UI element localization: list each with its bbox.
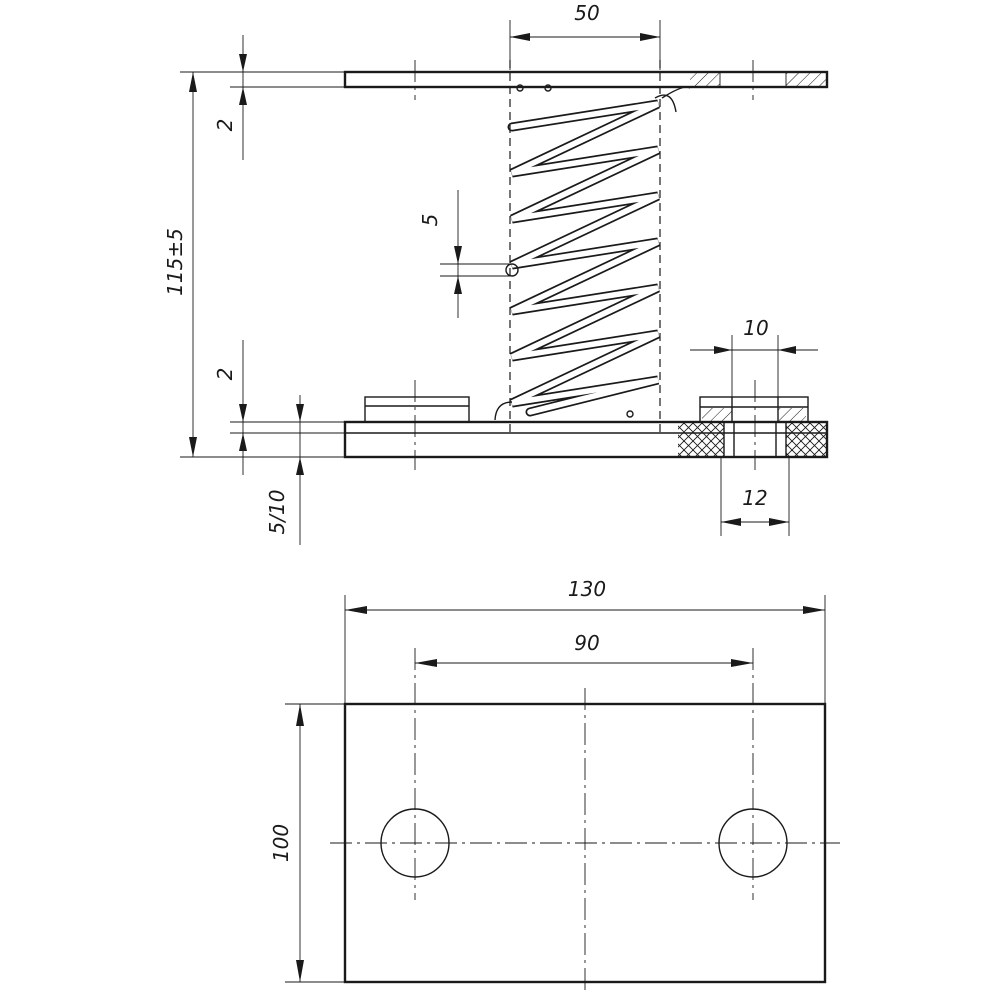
dim-label-5: 5 [418,214,442,227]
dim-hole-diameter: 12 [720,457,790,536]
dim-pad: 5/10 [265,395,304,545]
dim-label-bottom-2: 2 [213,368,237,381]
dim-label-100: 100 [269,824,293,862]
bottom-plate [343,420,829,459]
dim-hole-spacing: 90 [415,631,753,667]
dim-label-top-2: 2 [213,119,237,132]
dim-label-12: 12 [742,486,767,510]
mounting-hole-left [380,808,450,878]
top-plate-hatch-2 [786,73,826,86]
spring [494,84,691,421]
bottom-hatch-right [786,423,826,456]
dim-label-10: 10 [743,316,768,340]
bottom-hatch-left [678,423,724,456]
dim-top-plate: 2 [180,35,345,160]
dim-spring-width: 50 [509,1,661,70]
dim-label-50: 50 [574,1,599,25]
dim-label-5-10: 5/10 [265,490,289,535]
dim-bottom-plate: 2 [213,340,345,475]
top-plate [343,70,829,89]
dim-label-130: 130 [568,577,606,601]
washer-left [364,396,470,423]
top-plate-hatch-1 [690,73,720,86]
dim-wire-diameter: 5 [418,190,512,318]
dim-label-115: 115±5 [163,228,187,296]
side-view: 50 2 115±5 5 [163,1,829,545]
dim-plate-width: 100 [269,703,345,983]
dim-total-height: 115±5 [163,72,345,458]
dim-label-90: 90 [574,631,599,655]
bolt-head-right [699,396,809,423]
dim-bolt-width: 10 [690,316,818,397]
mounting-hole-right [718,808,788,878]
top-view: 130 90 100 [269,577,840,994]
dim-plate-length: 130 [344,577,826,704]
